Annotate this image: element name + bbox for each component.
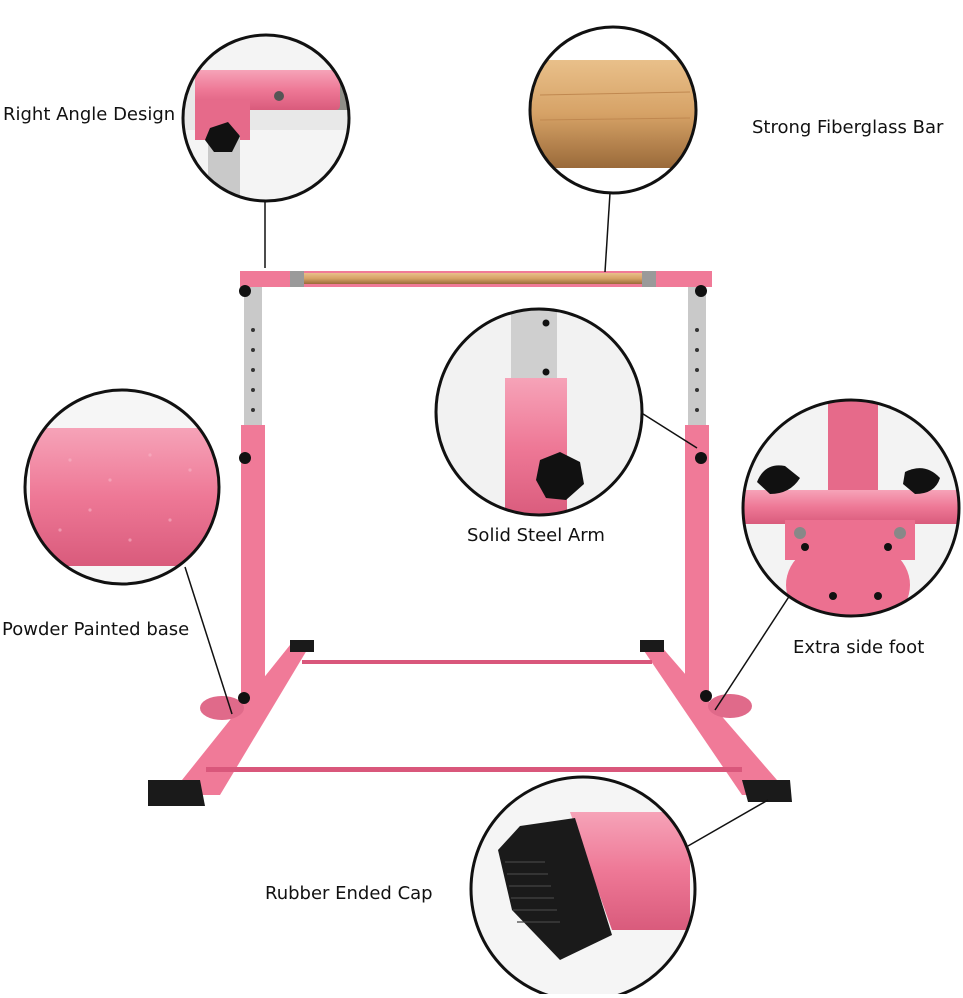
left-rubber-cap-back [290, 640, 314, 652]
fiberglass-bar [300, 273, 645, 284]
right-knob [695, 452, 707, 464]
main-bar-frame [148, 271, 792, 806]
left-base-leg [170, 645, 310, 795]
rubber-cap-detail-circle [469, 775, 697, 998]
callout-powder-painted-base: Powder Painted base [2, 619, 190, 640]
left-steel-insert [244, 287, 262, 427]
right-upright [685, 425, 709, 705]
callout-rubber-ended-cap: Rubber Ended Cap [265, 883, 433, 904]
callout-connectors [184, 192, 793, 847]
callout-right-angle-design: Right Angle Design [3, 104, 176, 125]
right-angle-detail-circle [181, 33, 351, 203]
right-rubber-cap-back [640, 640, 664, 652]
knob-detail [536, 452, 584, 500]
callout-solid-steel-arm: Solid Steel Arm [467, 525, 605, 546]
callout-strong-fiberglass-bar: Strong Fiberglass Bar [752, 117, 944, 138]
left-knob [239, 452, 251, 464]
callout-extra-side-foot: Extra side foot [793, 637, 925, 658]
front-cross-rod [206, 767, 742, 772]
side-foot-detail-circle [741, 398, 961, 618]
fiberglass-detail-circle [528, 25, 698, 195]
steel-arm-detail-circle [434, 307, 644, 517]
right-rubber-cap-front [742, 780, 792, 802]
right-base-leg [640, 645, 790, 795]
left-upright [241, 425, 265, 705]
back-cross-rod [302, 660, 652, 664]
powder-paint-detail-circle [23, 388, 221, 586]
left-rubber-cap-front [148, 780, 205, 806]
right-steel-insert [688, 287, 706, 427]
